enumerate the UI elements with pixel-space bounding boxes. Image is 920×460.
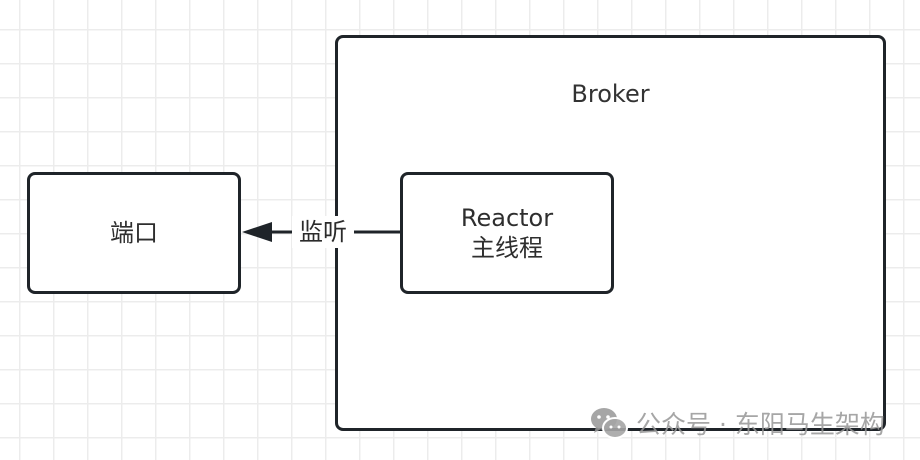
- watermark: 公众号 · 东阳马生架构: [590, 405, 885, 441]
- reactor-label-line2: 主线程: [471, 234, 543, 262]
- reactor-label-line1: Reactor: [460, 204, 554, 232]
- reactor-main-thread-node: Reactor 主线程: [400, 172, 614, 294]
- arrowhead-icon: [242, 222, 272, 242]
- listen-edge-label: 监听: [292, 216, 354, 248]
- port-label: 端口: [110, 219, 158, 247]
- port-node: 端口: [27, 172, 241, 294]
- broker-title: Broker: [571, 80, 650, 108]
- watermark-text: 公众号 · 东阳马生架构: [636, 410, 885, 439]
- wechat-icon: [591, 408, 628, 439]
